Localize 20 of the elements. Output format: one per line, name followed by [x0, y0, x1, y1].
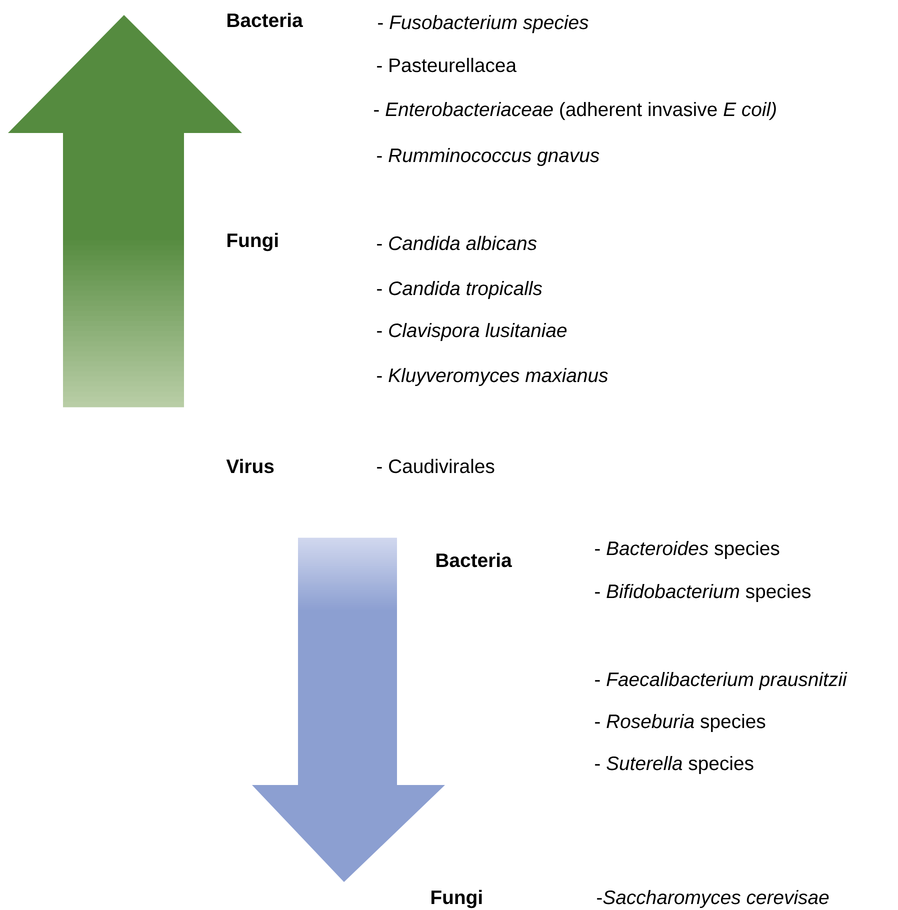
group-heading: Fungi: [228, 232, 278, 252]
list-item: - Bifidobacterium species: [595, 584, 811, 602]
list-item: - Rumminococcus gnavus: [377, 148, 600, 166]
list-item: - Candida albicans: [377, 236, 537, 250]
group-heading: Fungi: [432, 890, 482, 908]
list-item: -Saccharomyces cerevisae: [597, 890, 829, 908]
list-item: - Suterella species: [595, 756, 754, 774]
list-item: - Pasteurellacea: [377, 58, 517, 72]
list-item: - Caudivirales: [377, 458, 494, 474]
list-item: - Bacteroides species: [595, 540, 780, 560]
group-heading: Virus: [226, 458, 274, 474]
list-item: - Kluyveromyces maxianus: [377, 368, 608, 386]
group-heading: Bacteria: [436, 552, 512, 568]
list-item: - Clavispora lusitaniae: [377, 322, 567, 342]
group-heading: Bacteria: [228, 12, 303, 28]
list-item: - Candida tropicalls: [377, 280, 542, 300]
list-item: - Fusobacterium species: [378, 14, 588, 34]
list-item: - Roseburia species: [595, 714, 766, 732]
list-item: - Enterobacteriaceae (adherent invasive E coil): [374, 102, 776, 120]
list-item: - Faecalibacterium prausnitzii: [595, 672, 848, 690]
